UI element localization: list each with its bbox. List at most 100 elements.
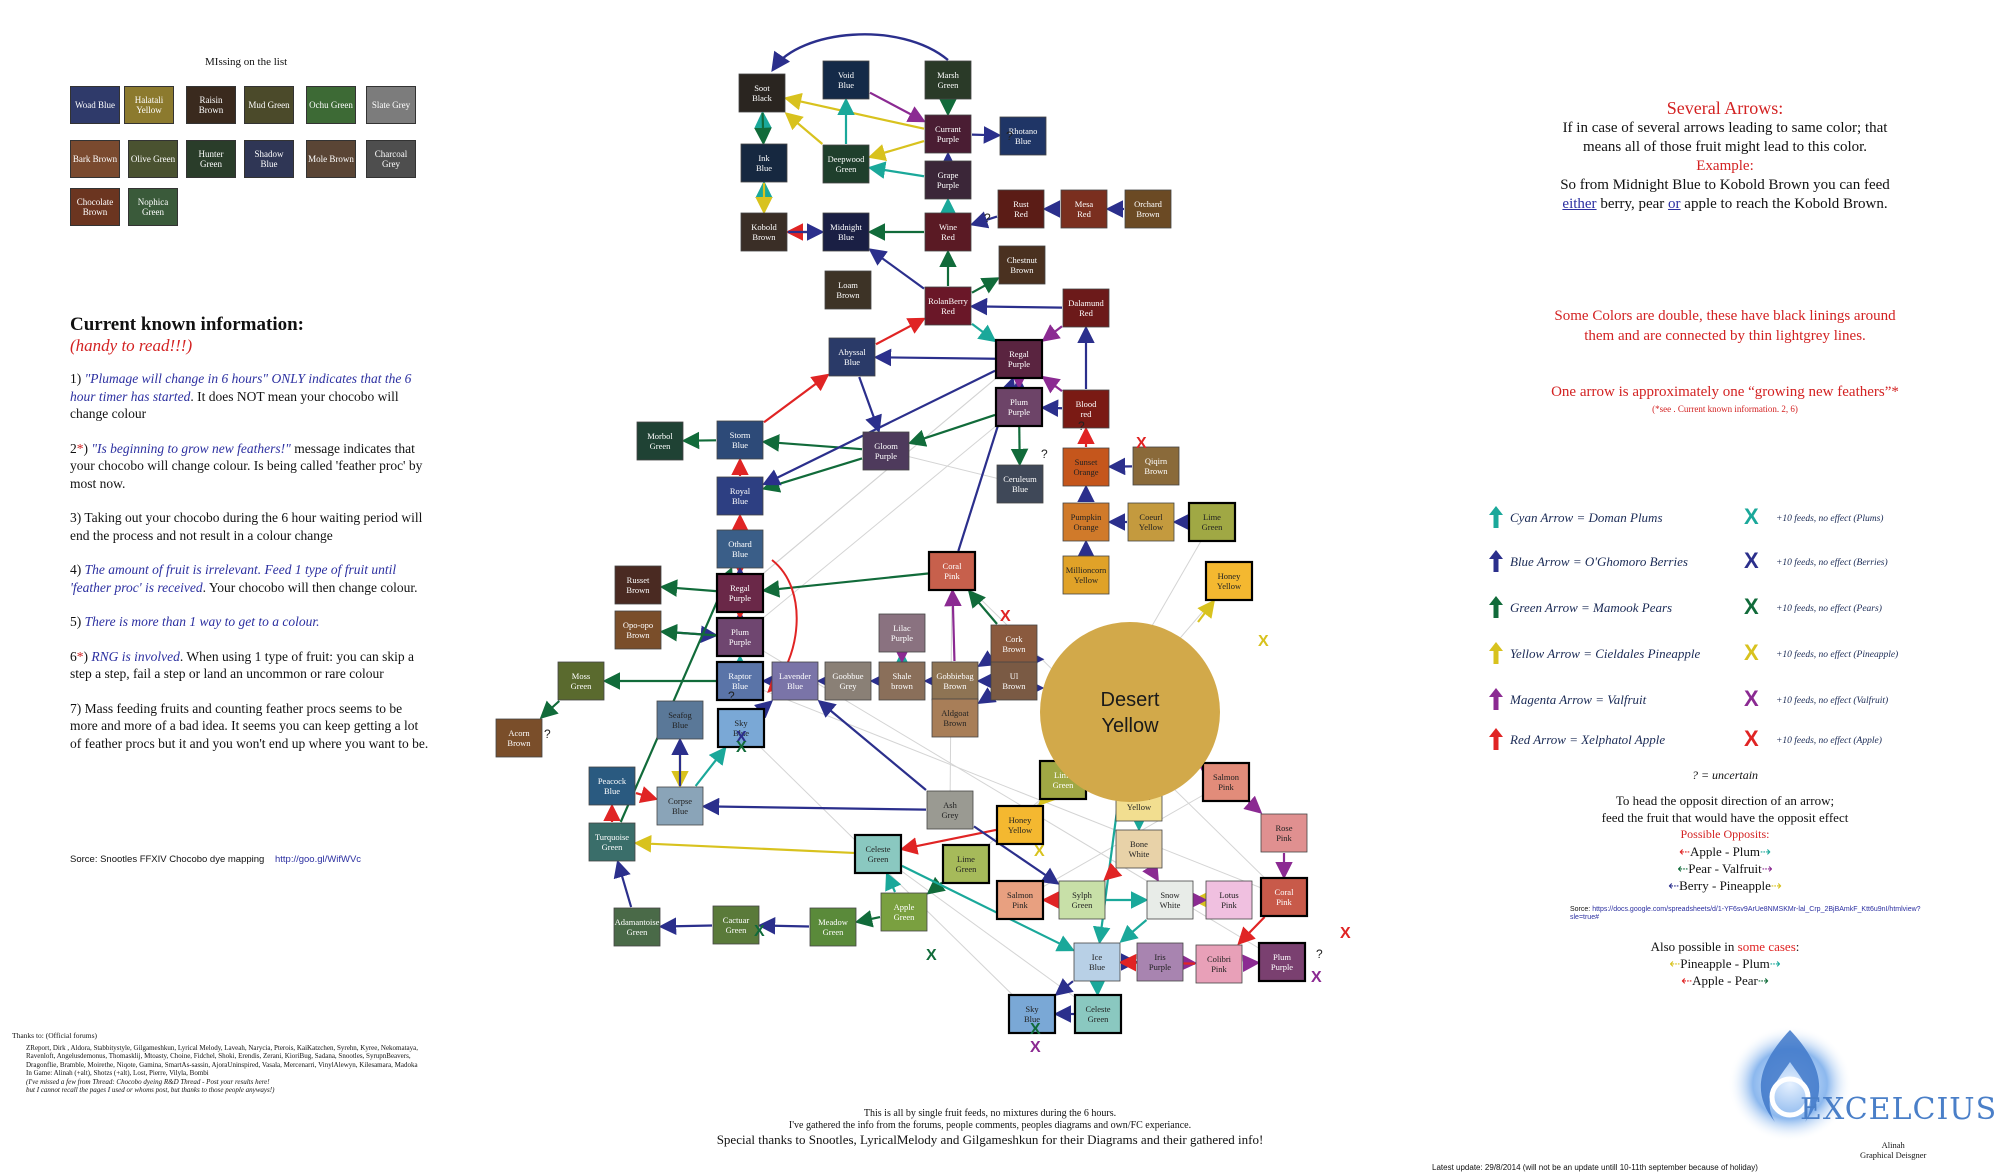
logo-text: EXCELCIUS bbox=[1800, 1092, 1998, 1127]
thanks-note-1: (I've missed a few from Thread: Chocobo … bbox=[26, 1077, 270, 1086]
feeding-arrow bbox=[754, 112, 772, 146]
opposites-panel: To head the opposit direction of an arro… bbox=[1490, 792, 1960, 894]
source-link[interactable]: http://goo.gl/WifWVc bbox=[274, 854, 362, 865]
no-effect-mark: X bbox=[1030, 1039, 1041, 1056]
thanks-names: ZReport, Dirk , Aldora, Stabbitystyle, G… bbox=[26, 1043, 419, 1069]
feeding-arrow bbox=[633, 834, 855, 855]
info-subheading: (handy to read!!!) bbox=[70, 335, 193, 355]
legend-no-effect-label: +10 feeds, no effect (Apple) bbox=[1776, 736, 1882, 746]
missing-swatch: Olive Green bbox=[128, 140, 178, 178]
feeding-arrow bbox=[944, 588, 962, 662]
feeding-arrow bbox=[757, 917, 810, 935]
example-label: Example: bbox=[1696, 158, 1754, 174]
missing-swatch: Mole Brown bbox=[306, 140, 356, 178]
feeding-arrow bbox=[971, 323, 997, 343]
feeding-arrow bbox=[753, 700, 774, 719]
spreadsheet-link[interactable]: https://docs.google.com/spreadsheets/d/1… bbox=[1570, 906, 1921, 921]
feeding-arrow bbox=[659, 623, 717, 642]
arrow-feather-note-sub: (*see . Current known information. 2, 6) bbox=[1652, 404, 1798, 414]
info-point-7: 7) Mass feeding fruits and counting feat… bbox=[70, 700, 429, 751]
legend-label: Blue Arrow = O'Ghomoro Berries bbox=[1510, 554, 1688, 569]
feeding-arrow bbox=[1197, 599, 1216, 623]
no-effect-mark: X bbox=[1136, 435, 1147, 452]
legend-label: Magenta Arrow = Valfruit bbox=[1510, 692, 1647, 707]
feeding-arrow bbox=[763, 373, 830, 424]
uncertain-mark: ? bbox=[1078, 419, 1085, 433]
also-pair-pineapple-plum: ⇠Pineapple - Plum⇢ bbox=[1669, 956, 1781, 971]
missing-swatch: Slate Grey bbox=[366, 86, 416, 124]
feeding-arrow bbox=[875, 317, 926, 346]
thanks-block: Thanks to: (Official forums) ZReport, Di… bbox=[12, 1031, 432, 1095]
info-point-4: 4) The amount of fruit is irrelevant. Fe… bbox=[70, 562, 418, 595]
no-effect-mark: X bbox=[736, 739, 747, 756]
feeding-arrow bbox=[761, 457, 863, 493]
legend-no-effect-label: +10 feeds, no effect (Valfruit) bbox=[1776, 696, 1889, 706]
uncertain-mark: ? bbox=[1316, 947, 1323, 961]
info-point-2: 2*) "Is beginning to grow new feathers!"… bbox=[70, 440, 423, 491]
feeding-arrow bbox=[784, 112, 824, 145]
legend-no-effect-icon: X bbox=[1744, 726, 1759, 751]
feeding-arrow bbox=[899, 828, 997, 855]
feeding-arrow bbox=[761, 572, 929, 598]
feeding-arrow bbox=[869, 91, 926, 123]
feeding-arrow bbox=[969, 211, 998, 229]
feeding-arrow bbox=[868, 248, 925, 290]
no-effect-mark: X bbox=[1000, 608, 1011, 625]
feeding-arrow bbox=[971, 277, 1000, 294]
uncertain-mark: ? bbox=[984, 211, 991, 225]
missing-swatch: Nophica Green bbox=[128, 188, 178, 226]
feeding-arrow bbox=[783, 92, 925, 130]
